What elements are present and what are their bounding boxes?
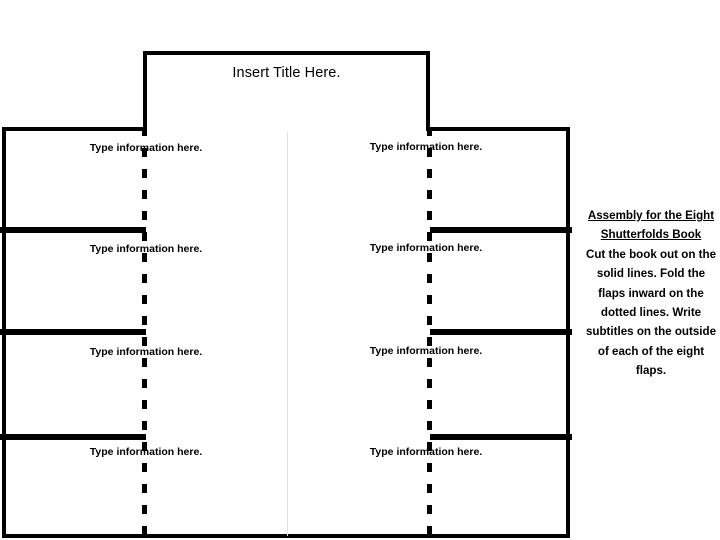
title-tab-notch [147, 124, 426, 132]
flap-divider-row2-right [430, 329, 572, 335]
fold-line-left [142, 127, 147, 538]
flap-divider-row2-left [0, 329, 146, 335]
assembly-instructions: Assembly for the Eight Shutterfolds Book… [583, 206, 719, 381]
flap-label-row1-right[interactable]: Type information here. [369, 141, 483, 153]
fold-line-right [427, 127, 432, 538]
assembly-instructions-heading: Assembly for the Eight Shutterfolds Book [587, 209, 715, 242]
flap-label-row2-right[interactable]: Type information here. [369, 242, 483, 254]
flap-label-row3-left[interactable]: Type information here. [89, 346, 203, 358]
title-tab-box: Insert Title Here. [143, 51, 430, 129]
title-placeholder-text[interactable]: Insert Title Here. [232, 65, 341, 81]
flap-label-row3-right[interactable]: Type information here. [369, 345, 483, 357]
center-seam-line [287, 129, 288, 536]
flap-divider-row1-right [430, 227, 572, 233]
flap-label-row2-left[interactable]: Type information here. [89, 243, 203, 255]
assembly-instructions-body: Cut the book out on the solid lines. Fol… [585, 247, 717, 378]
flap-divider-row3-left [0, 434, 146, 440]
flap-divider-row3-right [430, 434, 572, 440]
flap-label-row1-left[interactable]: Type information here. [89, 142, 203, 154]
flap-label-row4-right[interactable]: Type information here. [369, 446, 483, 458]
flap-label-row4-left[interactable]: Type information here. [89, 446, 203, 458]
flap-divider-row1-left [0, 227, 146, 233]
